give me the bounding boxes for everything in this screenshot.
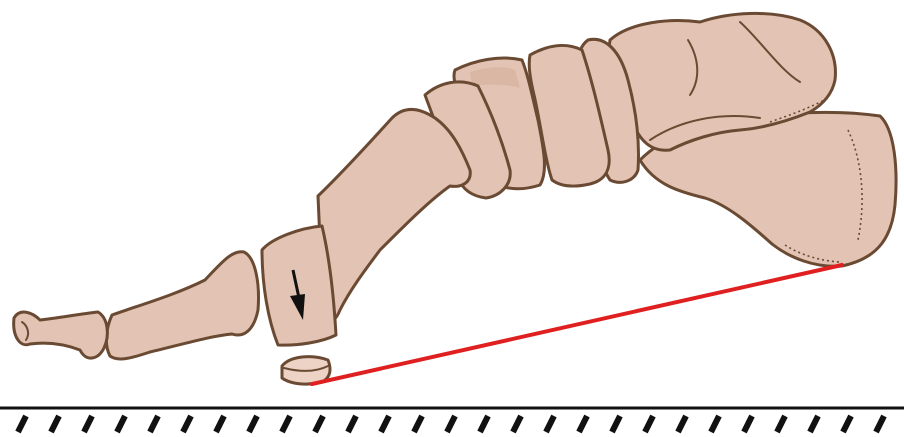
proximal-phalanx-bone xyxy=(262,226,336,345)
metatarsal-bone xyxy=(318,109,470,323)
ground-hatch-mark xyxy=(150,416,158,432)
ground-hatch-mark xyxy=(678,416,686,432)
ground-hatch-mark xyxy=(843,416,851,432)
ground-hatch-mark xyxy=(612,416,620,432)
ground-hatch-mark xyxy=(84,416,92,432)
middle-phalanx-bone xyxy=(106,252,258,359)
ground-hatch-mark xyxy=(117,416,125,432)
ground-hatch-mark xyxy=(513,416,521,432)
ground-hatch-mark xyxy=(480,416,488,432)
ground-hatch-mark xyxy=(348,416,356,432)
ground-hatch-mark xyxy=(51,416,59,432)
ground-hatch-mark xyxy=(579,416,587,432)
ground-hatch-mark xyxy=(249,416,257,432)
ground-hatch-mark xyxy=(216,416,224,432)
ground-hatch-mark xyxy=(876,416,884,432)
ground-hatch-mark xyxy=(645,416,653,432)
ground-hatch-mark xyxy=(381,416,389,432)
ground-hatch-mark xyxy=(282,416,290,432)
ground-hatch-mark xyxy=(414,416,422,432)
ground-hatch-mark xyxy=(711,416,719,432)
ground-hatch-mark xyxy=(18,416,26,432)
arch-line xyxy=(312,265,842,384)
ground-hatch-mark xyxy=(315,416,323,432)
ground-hatch-mark xyxy=(810,416,818,432)
ground-hatch-mark xyxy=(546,416,554,432)
ground-hatch-mark xyxy=(777,416,785,432)
ground-hatch-mark xyxy=(447,416,455,432)
ground-hatch-mark xyxy=(183,416,191,432)
ground-hatch-mark xyxy=(744,416,752,432)
ground-hatching xyxy=(18,416,884,432)
